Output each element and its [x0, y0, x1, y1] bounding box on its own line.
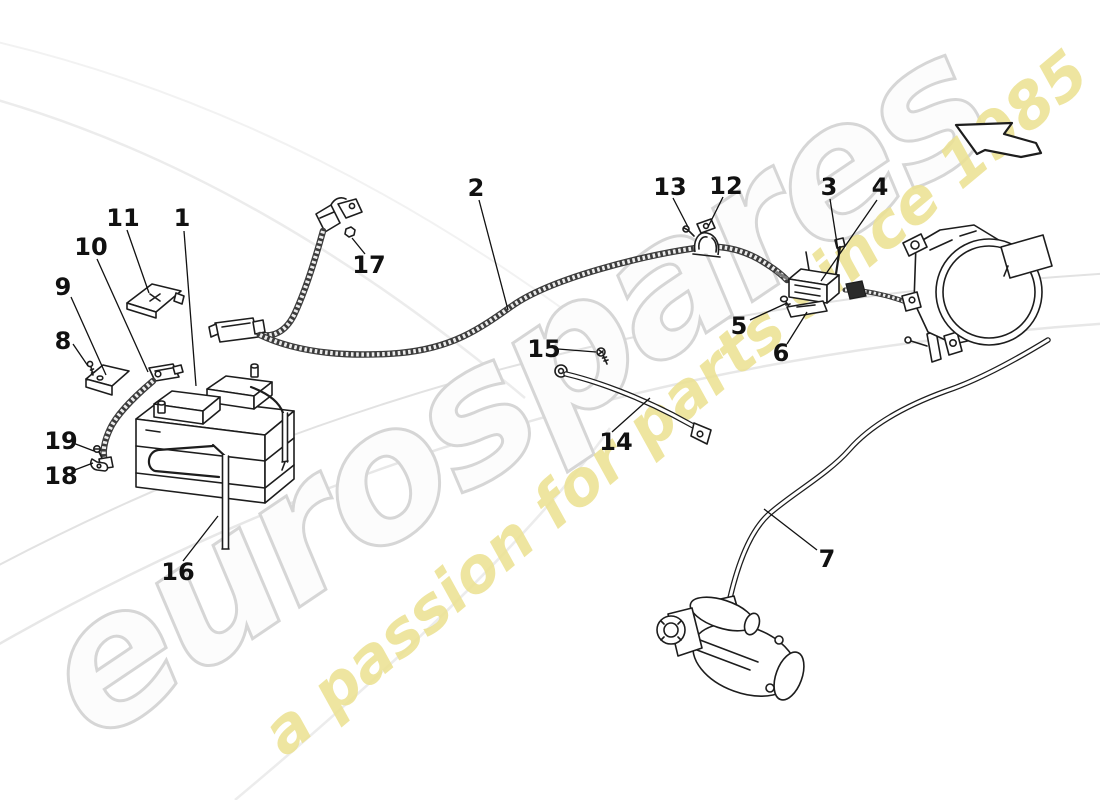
- callout-leader-lines: [70, 196, 878, 562]
- cable-clamp-drawing: [682, 218, 721, 258]
- callout-3: 3: [820, 173, 838, 201]
- strap-screw-drawing: [86, 360, 96, 376]
- callout-6: 6: [772, 339, 790, 367]
- ground-strap-drawing: [98, 363, 184, 470]
- callout-12: 12: [709, 172, 743, 200]
- callout-7: 7: [818, 545, 836, 573]
- callout-4: 4: [871, 173, 889, 201]
- strap-bracket-drawing: [85, 364, 130, 396]
- direction-arrow-icon: [954, 121, 1043, 159]
- callout-18: 18: [44, 462, 78, 490]
- cover-plate-drawing: [126, 283, 185, 319]
- battery-drawing: [135, 363, 295, 504]
- callout-17: 17: [352, 251, 386, 279]
- callout-10: 10: [74, 233, 108, 261]
- callout-9: 9: [54, 273, 72, 301]
- watermark: eurospares a passion for parts since 198…: [0, 0, 1100, 782]
- starter-cable-drawing: [715, 337, 1051, 627]
- starter-motor-drawing: [656, 596, 805, 701]
- callout-11: 11: [106, 204, 140, 232]
- callout-13: 13: [653, 173, 687, 201]
- callout-1: 1: [173, 204, 191, 232]
- callout-19: 19: [44, 427, 78, 455]
- callout-5: 5: [730, 312, 748, 340]
- callout-16: 16: [161, 558, 195, 586]
- callout-15: 15: [527, 335, 561, 363]
- callout-14: 14: [599, 428, 633, 456]
- watermark-brand-text: eurospares: [0, 0, 1025, 782]
- callout-2: 2: [467, 174, 485, 202]
- callout-8: 8: [54, 327, 72, 355]
- engine-ground-strap-drawing: [554, 347, 712, 445]
- battery-hold-down-strap-drawing: [147, 385, 289, 550]
- positive-battery-cable-drawing: [208, 197, 791, 358]
- alternator-drawing: [901, 224, 1053, 356]
